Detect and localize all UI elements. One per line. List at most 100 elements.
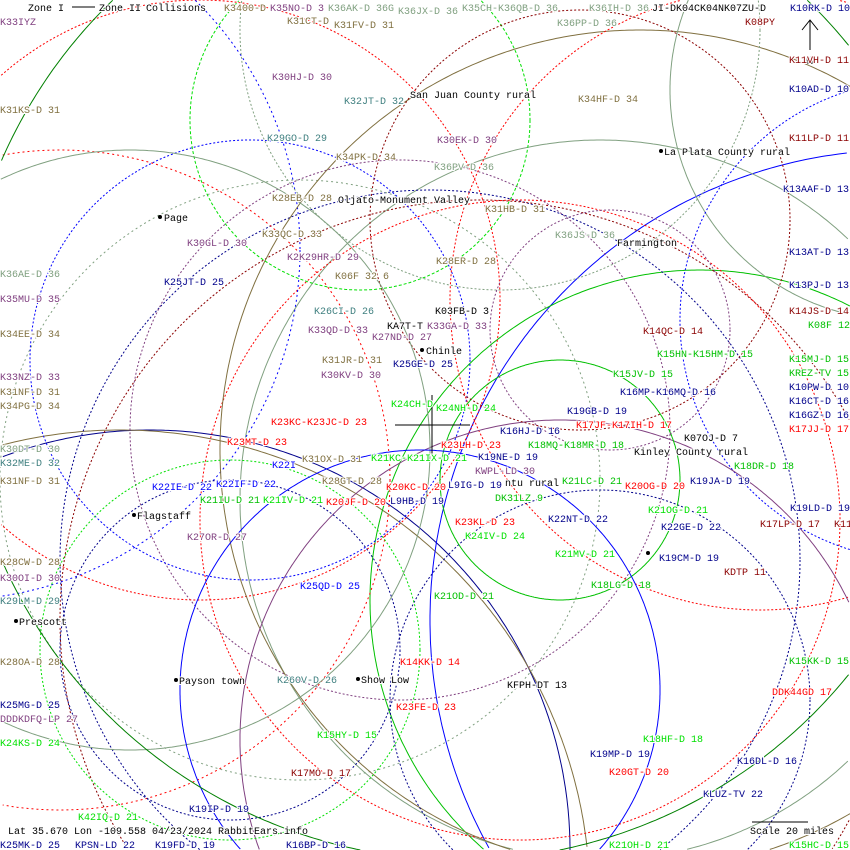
station-label[interactable]: K28OA-D 28 [0,657,61,670]
station-label[interactable]: K20GT-D 20 [608,767,670,780]
station-label[interactable]: K36JX-D 36 [397,6,459,19]
station-label[interactable]: DK31LZ 9 [494,493,544,506]
station-label[interactable]: JI-DK04CK04NK07ZU-D [651,3,767,16]
station-label[interactable]: K19NE-D 19 [477,452,539,465]
station-label[interactable]: K35CH-K36QB-D 36 [461,3,559,16]
station-label[interactable]: K31NF-D 31 [0,476,61,489]
station-label[interactable]: KDTP 11 [723,567,767,580]
station-label[interactable]: K34PG-D 34 [0,401,61,414]
station-label[interactable]: K21LC-D 21 [561,476,623,489]
station-label[interactable]: K29LM-D 29 [0,596,61,609]
station-label[interactable]: K31NF-D 31 [0,387,61,400]
place-label[interactable]: Farmington [616,237,678,251]
station-label[interactable]: K19JA-D 19 [689,476,751,489]
station-label[interactable]: K13AAF-D 13 [782,184,850,197]
station-label[interactable]: K25QD-D 25 [299,581,361,594]
station-label[interactable]: K36AK-D 36G [327,3,395,16]
station-label[interactable]: KWPL-LD 30 [474,466,536,479]
station-label[interactable]: K19LD-D 19 [789,503,850,516]
station-label[interactable]: K13PJ-D 13 [788,280,850,293]
station-label[interactable]: KLUZ-TV 22 [702,789,764,802]
station-label[interactable]: K03FB-D 3 [434,306,490,319]
station-label[interactable]: K21OD-D 21 [433,591,495,604]
station-label[interactable]: K11VH-D 11 [788,55,850,68]
station-label[interactable]: K16BP-D 16 [285,840,347,850]
station-label[interactable]: K22NT-D 22 [547,514,609,527]
station-label[interactable]: K08PY [744,17,776,30]
station-label[interactable]: K33QC-D 33 [261,229,323,242]
station-label[interactable]: DDK44GD 17 [771,687,833,700]
station-label[interactable]: K32ME-D 32 [0,458,61,471]
station-label[interactable]: K15HC-D 15 [788,840,850,850]
station-label[interactable]: K31OX-D 31 [301,454,363,467]
station-label[interactable]: K16GZ-D 16 [788,410,850,423]
station-label[interactable]: K36PP-D 36 [556,18,618,31]
station-label[interactable]: K16DL-D 16 [736,756,798,769]
station-label[interactable]: DDDKDFQ-LP 27 [0,714,79,727]
station-label[interactable]: K14QC-D 14 [642,326,704,339]
place-label[interactable]: La Plata County rural [663,146,791,160]
station-label[interactable]: K27OR-D 27 [186,532,248,545]
station-label[interactable]: K10RK-D 10 [789,3,850,16]
station-label[interactable]: K19GB-D 19 [566,406,628,419]
station-label[interactable]: K21MV-D 21 [554,549,616,562]
station-label[interactable]: K21OH-D 21 [608,840,670,850]
station-label[interactable]: K22I [271,460,297,473]
station-label[interactable]: K35MU-D 35 [0,294,61,307]
station-label[interactable]: K17MO-D 17 [290,768,352,781]
place-label[interactable]: San Juan County rural [409,89,537,103]
station-label[interactable]: K23KC-K23JC-D 23 [270,417,368,430]
station-label[interactable]: K18LG-D 18 [590,580,652,593]
station-label[interactable]: K30KV-D 30 [320,370,382,383]
station-label[interactable]: K17JJ-D 17 [788,424,850,437]
station-label[interactable]: K24CH-D [390,399,434,412]
station-label[interactable]: K17JF-K17IH-D 17 [575,420,673,433]
station-label[interactable]: K21IV-D 21 [262,495,324,508]
station-label[interactable]: K31FV-D 31 [333,20,395,33]
station-label[interactable]: K32JT-D 32 [343,96,405,109]
station-label[interactable]: K30OI-D 30 [0,573,61,586]
station-label[interactable]: K28GT-D 28 [321,476,383,489]
place-label[interactable]: Chinle [425,345,463,359]
station-label[interactable]: L9IG-D 19 [447,480,503,493]
station-label[interactable]: K26CI-D 26 [313,306,375,319]
station-label[interactable]: K21IU-D 21 [199,495,261,508]
station-label[interactable]: K24IV-D 24 [464,531,526,544]
place-label[interactable]: Prescott [18,617,68,630]
station-label[interactable]: K26OV-D 26 [276,675,338,688]
station-label[interactable]: K20OG-D 20 [624,481,686,494]
station-label[interactable]: K23KL-D 23 [454,517,516,530]
station-label[interactable]: K23FE-D 23 [395,702,457,715]
station-label[interactable]: K36IH-D 36 [588,3,650,16]
station-label[interactable]: K30GL-D 30 [186,238,248,251]
station-label[interactable]: K21KC-K21IX-D 21 [370,453,468,466]
station-label[interactable]: K33QD-D 33 [307,325,369,338]
station-label[interactable]: K15JV-D 15 [612,369,674,382]
station-label[interactable]: K18MQ-K18MR-D 18 [527,440,625,453]
station-label[interactable]: K36PV-D 36 [433,162,495,175]
place-label[interactable]: Payson town [178,676,246,689]
station-label[interactable]: L9HB-D 19 [389,496,445,509]
station-label[interactable]: K31KS-D 31 [0,105,61,118]
station-label[interactable]: K15KK-D 15 [788,656,850,669]
place-label[interactable]: ntu rural [504,477,560,491]
station-label[interactable]: K30DT-D 30 [0,444,61,457]
station-label[interactable]: K13AT-D 13 [788,247,850,260]
station-label[interactable]: K34HF-D 34 [577,94,639,107]
station-label[interactable]: K30EK-D 30 [436,135,498,148]
station-label[interactable]: K34EE-D 34 [0,329,61,342]
station-label[interactable]: K16CT-D 16 [788,396,850,409]
station-label[interactable]: K25GE-D 25 [392,359,454,372]
station-label[interactable]: K22IF-D 22 [215,479,277,492]
station-label[interactable]: K16HJ-D 16 [499,426,561,439]
station-label[interactable]: KREZ-TV 15 [788,368,850,381]
station-label[interactable]: K36AE-D 36 [0,269,61,282]
station-label[interactable]: K28EB-D 28 [271,193,333,206]
station-label[interactable]: K25MK-D 25 [0,840,61,850]
place-label[interactable]: Show Low [360,674,410,688]
station-label[interactable]: K24NH-D 24 [435,403,497,416]
station-label[interactable]: K2K29HR-D 29 [286,252,360,265]
station-label[interactable]: K10AD-D 10 [788,84,850,97]
station-label[interactable]: K08F 12 [807,320,850,333]
station-label[interactable]: K22GE-D 22 [660,522,722,535]
